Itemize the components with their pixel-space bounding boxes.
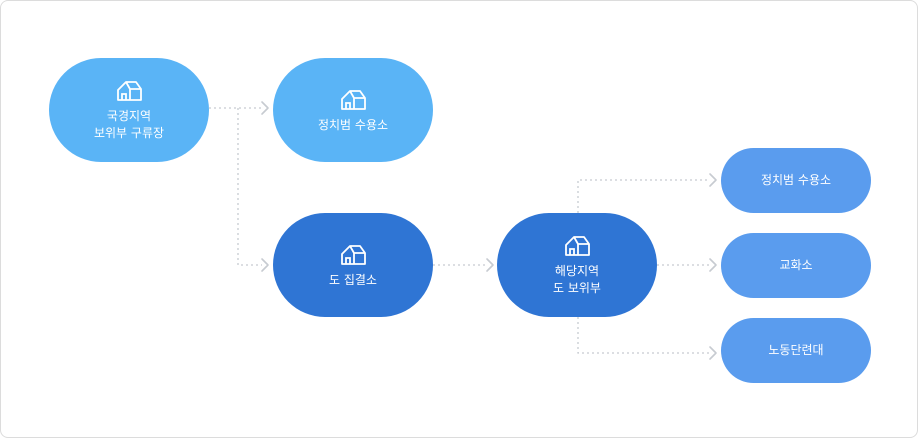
arrow-to-regional	[486, 258, 494, 272]
house-icon	[565, 236, 590, 256]
connector-regional-to-labor-unit	[577, 317, 710, 354]
arrow-to-prison	[709, 258, 717, 272]
node-label: 정치범 수용소	[317, 117, 389, 132]
node-prison: 교화소	[721, 233, 871, 298]
node-label: 교화소	[779, 258, 813, 272]
node-labor-unit: 노동단련대	[721, 318, 871, 383]
node-provincial-holding-center: 도 집결소	[273, 213, 433, 317]
node-label-line1: 국경지역	[106, 109, 152, 123]
node-label: 노동단련대	[768, 343, 824, 357]
node-political-camp-top: 정치범 수용소	[273, 58, 433, 162]
node-border-guard-detention: 국경지역 보위부 구류장	[49, 58, 209, 162]
node-label-line1: 해당지역	[554, 264, 600, 278]
arrow-to-provincial	[261, 258, 269, 272]
node-label: 정치범 수용소	[760, 173, 832, 187]
connector-regional-to-political-camp	[577, 179, 710, 213]
node-label: 도 집결소	[329, 272, 377, 287]
house-icon	[117, 81, 142, 101]
node-label-line2: 도 보위부	[553, 281, 601, 295]
node-label-line2: 보위부 구류장	[93, 126, 165, 140]
connector-border-to-provincial	[237, 108, 262, 266]
arrow-to-labor-unit	[709, 346, 717, 360]
arrow-to-political-camp	[709, 173, 717, 187]
arrow-to-camp	[261, 101, 269, 115]
node-regional-security-department: 해당지역 도 보위부	[497, 213, 657, 317]
house-icon	[341, 89, 366, 110]
node-political-camp: 정치범 수용소	[721, 148, 871, 213]
house-icon	[341, 244, 366, 265]
